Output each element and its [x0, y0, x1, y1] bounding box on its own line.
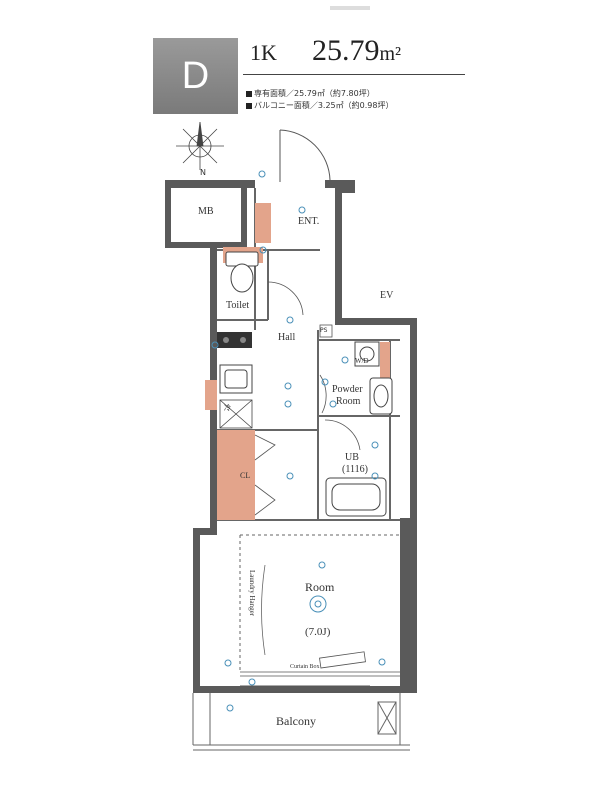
closet-label: CL: [240, 471, 251, 480]
compass-north-label: N: [200, 168, 206, 177]
kitchen-stove-icon: [217, 332, 252, 348]
entrance-door: [279, 129, 331, 182]
balcony-window: [240, 685, 370, 693]
top-smudge: [330, 6, 370, 10]
wash-basin-icon: [369, 377, 393, 415]
ub-size-label: (1116): [342, 464, 368, 475]
curtain-box-label: Curtain Box: [290, 664, 320, 670]
exterior-walls: [165, 180, 417, 693]
laundry-hanger-label: Laundry Hanger: [248, 570, 256, 617]
fridge-icon: [219, 399, 253, 429]
curtain-box: [240, 651, 400, 677]
ps-label: PS: [320, 327, 328, 334]
closet-doors: [254, 434, 276, 516]
powder-door-icon: [319, 374, 327, 414]
room-label: Room: [305, 580, 335, 594]
header-divider: [243, 74, 465, 75]
ps-box: [319, 324, 333, 338]
fixture-markers: [211, 170, 386, 712]
floor-area: 25.79m²: [312, 34, 401, 68]
ev-label: EV: [380, 290, 394, 301]
balcony-area-line: バルコニー面積／3.25㎡（約0.98坪）: [246, 100, 393, 111]
room-size-label: (7.0J): [305, 626, 331, 638]
entrance-label: ENT.: [298, 216, 320, 227]
ceiling-light-icon: [309, 595, 327, 613]
toilet-label: Toilet: [226, 300, 250, 311]
powder-room-label-1: Powder: [332, 384, 363, 395]
laundry-hanger-line: [261, 564, 266, 656]
compass-icon: [176, 121, 224, 170]
private-area-text: 専有面積／25.79㎡（約7.80坪）: [254, 89, 375, 98]
unit-letter: D: [181, 54, 210, 97]
powder-room-label-2: Room: [336, 396, 361, 407]
toilet-door-icon: [267, 281, 304, 316]
wd-label: W/D: [355, 357, 369, 365]
washing-machine-icon: [354, 341, 380, 367]
bathtub-icon: [325, 477, 387, 517]
fridge-label: 冷: [224, 404, 231, 412]
balcony-area: [192, 693, 410, 751]
unit-type-block: D: [153, 38, 238, 114]
area-value: 25.79: [312, 34, 380, 67]
ub-label: UB: [345, 452, 359, 463]
area-unit: m²: [379, 43, 402, 65]
private-area-line: 専有面積／25.79㎡（約7.80坪）: [246, 88, 375, 99]
mb-label: MB: [198, 206, 214, 217]
balcony-label: Balcony: [276, 714, 316, 728]
hall-label: Hall: [278, 332, 296, 343]
balcony-area-text: バルコニー面積／3.25㎡（約0.98坪）: [254, 101, 394, 110]
plan-type: 1K: [250, 40, 277, 65]
toilet-fixture-icon: [225, 251, 259, 293]
bath-door-icon: [324, 419, 361, 451]
kitchen-sink-icon: [219, 364, 253, 394]
